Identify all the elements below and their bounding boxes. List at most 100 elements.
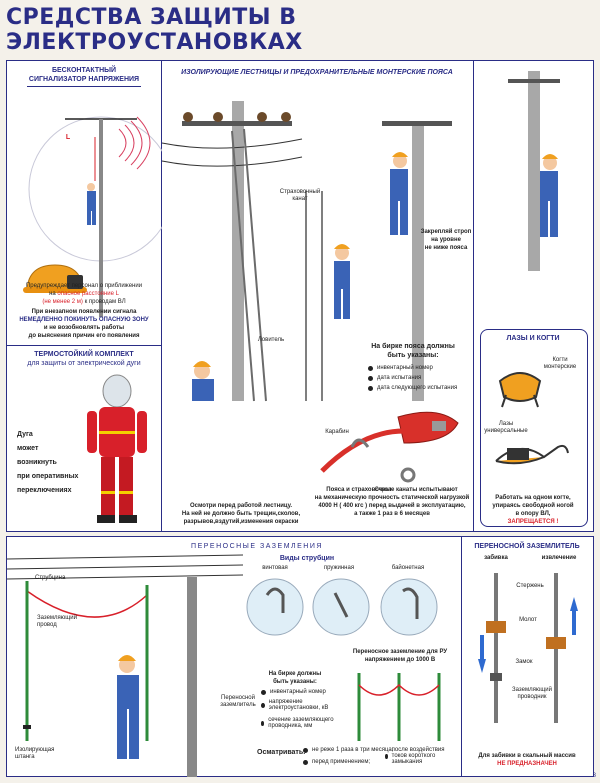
ground-label-1: Переносной (221, 695, 255, 701)
inspect-item-3: после воздействия токов короткого замыка… (385, 747, 461, 765)
hammer-label: Молот (519, 617, 537, 623)
climbers-note-1: Работать на одном когте, (495, 495, 571, 501)
catcher-label: Ловитель (257, 337, 285, 343)
grounding-title: ПЕРЕНОСНЫЕ ЗАЗЕМЛЕНИЯ (191, 543, 323, 550)
climbers-title: ЛАЗЫ И КОГТИ (506, 335, 560, 342)
claws-label-2: монтерские (543, 364, 577, 370)
kit-title-2: для защиты от электрической дуги (27, 360, 141, 367)
carabiner-label: Карабин (325, 429, 349, 435)
kit-title-1: ТЕРМОСТОЙКИЙ КОМПЛЕКТ (34, 351, 134, 358)
rod-label: Стержень (516, 583, 544, 589)
rod-label-2: штанга (15, 754, 35, 760)
left-panel-divider (7, 345, 161, 346)
col-right-label: извлечение (541, 555, 577, 561)
helmet-signaler-icon (23, 264, 87, 293)
climbers-panel: ЛАЗЫ И КОГТИ Когти монтерские Лазы униве… (474, 60, 594, 532)
ground-label-2: заземлитель (220, 702, 256, 708)
inspect-label: Осматривать: (257, 749, 306, 756)
tag-item-1: инвентарный номер (261, 689, 326, 695)
portable-grounding-panel: ПЕРЕНОСНЫЕ ЗАЗЕМЛЕНИЯ Виды струбцин винт… (6, 536, 462, 777)
lock-label: Замок (515, 659, 533, 665)
climbers-note-2: упираясь свободной ногой (492, 503, 574, 509)
warn-line-7: до выяснения причин его появления (28, 333, 140, 339)
clamp-type-screw: винтовая (262, 565, 288, 571)
inspect-item-1: не реже 1 раза в три месяца; (303, 747, 393, 753)
ladder-note-2: На ней не должно быть трещин,сколов, (181, 511, 301, 517)
tag-item-3: сечение заземляющего проводника, мм (261, 717, 341, 729)
signaler-title-2: СИГНАЛИЗАТОР НАПРЯЖЕНИЯ (28, 76, 140, 83)
grounding-illustration (6, 554, 244, 777)
tag-item-2: напряжение электроустановки, кВ (261, 699, 341, 711)
ladder-note-3: разрывов,вздутий,изменения окраски (183, 519, 299, 525)
screw-clamp-icon (265, 587, 285, 613)
ladders-illustration (161, 101, 452, 402)
pole-worker-icon (382, 121, 452, 401)
up-arrow-icon (570, 597, 578, 611)
grounder-wire-label-2: проводник (517, 694, 547, 700)
clamp-label: Струбцина (35, 575, 66, 581)
carabiner-icon (350, 438, 370, 448)
signaler-title-1: БЕСКОНТАКТНЫЙ (51, 67, 117, 74)
arc-line-2: может (17, 445, 39, 452)
strop-note-2: на уровне (431, 237, 461, 243)
universal-climbers-icon (495, 444, 569, 465)
warn-line-2: на опасное расстояние L (49, 291, 119, 297)
climbing-worker-icon (87, 183, 96, 225)
clamp-type-bayonet: байонетная (391, 565, 425, 571)
strop-note-1: Закрепляй строп (420, 229, 472, 235)
rope-ladder-icon (305, 191, 323, 401)
warn-line-6: и не возобновлять работы (43, 325, 125, 331)
safety-belt-icon (320, 411, 459, 483)
tag-title-1: На бирке должны (268, 671, 322, 677)
arc-line-4: при оперативных (17, 473, 79, 480)
inspecting-worker-icon (192, 361, 214, 401)
warn-line-5: НЕМЕДЛЕННО ПОКИНУТЬ ОПАСНУЮ ЗОНУ (19, 317, 149, 323)
rod-label-1: Изолирующая (15, 747, 55, 753)
signal-waves-icon (118, 116, 151, 170)
warn-line-3: (не менее 2 м) к проводам ВЛ (42, 299, 126, 305)
leaning-ladder-icon (231, 128, 267, 402)
ru-grounding-illustration (357, 673, 441, 741)
ru-note-1: Переносное заземление для РУ (352, 649, 448, 655)
pole-ground-icon (187, 577, 197, 777)
spring-clamp-icon (333, 592, 349, 618)
grounding-worker-icon (117, 655, 139, 759)
rope-label-1: Страховочный (279, 189, 321, 195)
wire-label-1: Заземляющий (37, 615, 77, 621)
belt-tag-title-1: На бирке пояса должны (371, 343, 455, 350)
climbers-frame (480, 329, 588, 527)
strop-label: Строп (374, 487, 392, 493)
lock-icon (490, 673, 502, 681)
col-left-label: забивка (484, 555, 508, 561)
arc-line-1: Дуга (17, 431, 33, 438)
distance-label: L (65, 134, 71, 141)
lineman-claws-icon (498, 372, 542, 408)
warn-line-1: Предупреждает персонал о приближении (25, 283, 143, 289)
arc-suit-worker-icon (87, 374, 147, 523)
voltage-signaler-panel: БЕСКОНТАКТНЫЙ СИГНАЛИЗАТОР НАПРЯЖЕНИЯ L … (6, 60, 174, 532)
inspect-item-2: перед применением; (303, 759, 370, 765)
grounder-note-2: НЕ ПРЕДНАЗНАЧЕН (497, 761, 557, 767)
climbing-worker-ladder-icon (334, 244, 350, 319)
hammer-icon (486, 621, 506, 633)
clamp-types-title: Виды струбцин (279, 555, 335, 562)
ladder-note-1: Осмотри перед работой лестницу. (189, 503, 293, 509)
portable-grounder-panel: ПЕРЕНОСНОЙ ЗАЗЕМЛИТЕЛЬ забивка извлечени… (462, 536, 594, 777)
ru-note-2: напряжением до 1000 В (364, 657, 436, 663)
climbers-label-2: универсальные (484, 428, 528, 434)
ladders-title: ИЗОЛИРУЮЩИЕ ЛЕСТНИЦЫ И ПРЕДОХРАНИТЕЛЬНЫЕ… (181, 69, 453, 76)
clamp-type-spring: пружинная (323, 565, 355, 571)
insulating-rod-icon (23, 581, 149, 741)
wire-label-2: провод (37, 622, 57, 628)
page-number: 3 (592, 773, 596, 779)
ladders-belts-panel: ИЗОЛИРУЮЩИЕ ЛЕСТНИЦЫ И ПРЕДОХРАНИТЕЛЬНЫЕ… (161, 60, 474, 532)
test-note-3: 4000 Н ( 400 кгс ) перед выдачей в экспл… (318, 503, 466, 509)
rope-label-2: канат (292, 196, 308, 202)
grounder-wire-label-1: Заземляющий (512, 687, 552, 693)
test-note-4: а также 1 раз в 6 месяцев (354, 511, 430, 517)
bayonet-clamp-icon (402, 587, 419, 619)
climbers-illustration (495, 372, 569, 465)
test-note-2: на механическую прочность статической на… (314, 495, 470, 501)
grounder-illustration (478, 573, 578, 723)
grounder-note-1: Для забивки в скальный массив (478, 753, 576, 759)
